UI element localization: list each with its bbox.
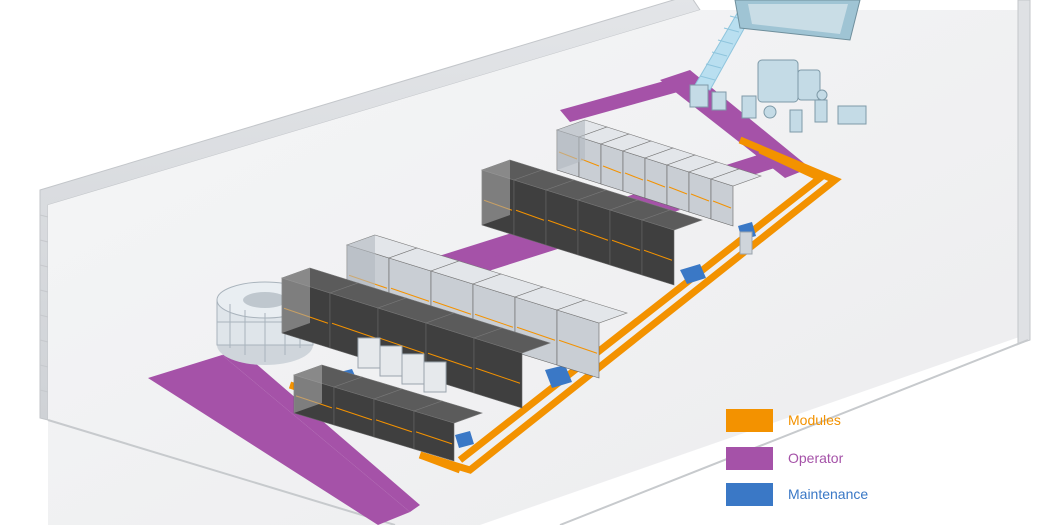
robotic-cell <box>689 59 867 133</box>
hall-left-wall-stripes <box>39 214 49 393</box>
cabinet-unit <box>641 209 703 286</box>
cabinet-unit <box>373 388 443 450</box>
cabinet-unit <box>609 199 671 276</box>
cabinet-row-end-panel <box>294 365 322 413</box>
cabinet-unit <box>333 376 403 438</box>
legend-label-operator: Operator <box>788 450 844 466</box>
cabinet-row-end-panel <box>282 268 310 333</box>
legend-swatch-operator <box>726 446 773 470</box>
legend-item-modules: Modules <box>726 402 841 438</box>
cabinet-rows <box>281 119 762 462</box>
cabinet-unit <box>688 161 740 220</box>
control-console <box>739 231 753 255</box>
hall-right-wall <box>1017 0 1031 345</box>
cabinet-unit <box>710 168 762 227</box>
cabinet-unit <box>513 169 575 246</box>
cabinet-unit <box>473 327 551 409</box>
storage-tower <box>423 361 447 393</box>
cabinet-unit <box>413 400 483 462</box>
storage-tower <box>379 345 403 377</box>
hall-right-front-edge <box>559 339 1029 525</box>
cabinet-unit <box>556 299 628 379</box>
legend-swatch-modules <box>726 408 773 432</box>
cabinet-unit <box>622 140 674 199</box>
cabinet-unit <box>644 147 696 206</box>
control-room <box>734 0 861 41</box>
legend-item-maintenance: Maintenance <box>726 476 868 512</box>
legend-item-operator: Operator <box>726 440 843 476</box>
legend-swatch-maintenance <box>726 482 773 506</box>
storage-tower <box>401 353 425 385</box>
cabinet-unit <box>666 154 718 213</box>
storage-tower <box>357 337 381 369</box>
cabinet-unit <box>600 133 652 192</box>
legend-label-modules: Modules <box>788 412 841 428</box>
hall-front-edge <box>47 419 396 525</box>
cabinet-row-end-panel <box>557 120 585 170</box>
legend-label-maintenance: Maintenance <box>788 486 869 502</box>
cabinet-unit <box>577 189 639 266</box>
cabinet-row-end-panel <box>482 160 510 225</box>
